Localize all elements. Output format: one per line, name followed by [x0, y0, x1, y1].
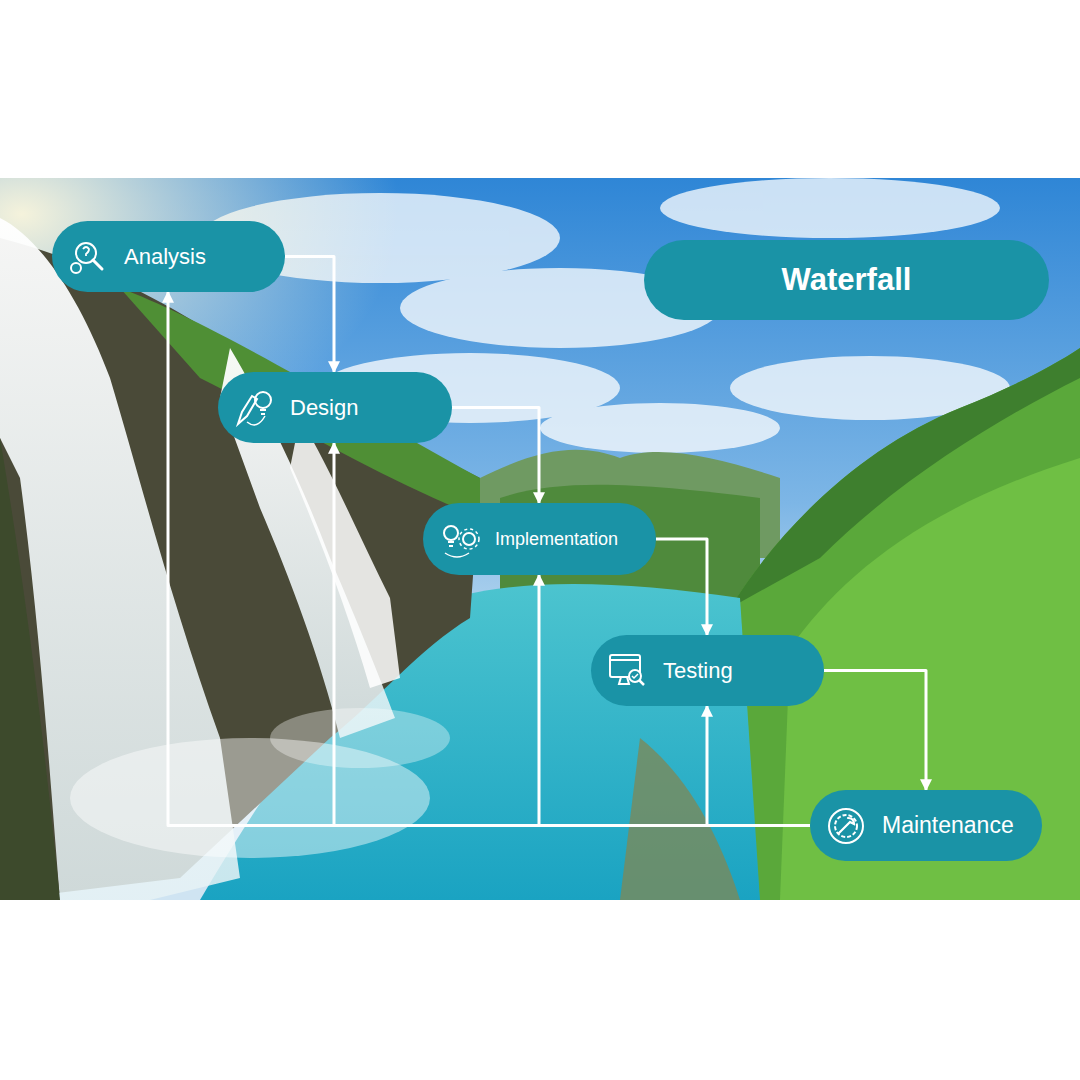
title: Waterfall [782, 262, 912, 298]
stage-icon [232, 386, 276, 430]
flow-connector [168, 292, 810, 826]
stage-label: Maintenance [882, 812, 1014, 839]
process-box: Design [218, 372, 452, 443]
stage-label: Testing [663, 658, 733, 684]
flow-connector [656, 539, 707, 635]
process-box: Analysis [52, 221, 285, 292]
stage-label: Analysis [124, 244, 206, 270]
title-pill: Waterfall [644, 240, 1049, 320]
stage-icon [824, 804, 868, 848]
flow-connector [707, 706, 810, 826]
flow-connector [452, 408, 539, 504]
stage-label: Design [290, 395, 358, 421]
stage-icon [437, 517, 481, 561]
stage-icon [605, 649, 649, 693]
process-box: Implementation [423, 503, 656, 575]
process-box: Maintenance [810, 790, 1042, 861]
flow-connector [824, 671, 926, 791]
flow-connector [285, 257, 334, 373]
stage-label: Implementation [495, 529, 618, 550]
process-box: Testing [591, 635, 824, 706]
stage-icon [66, 235, 110, 279]
